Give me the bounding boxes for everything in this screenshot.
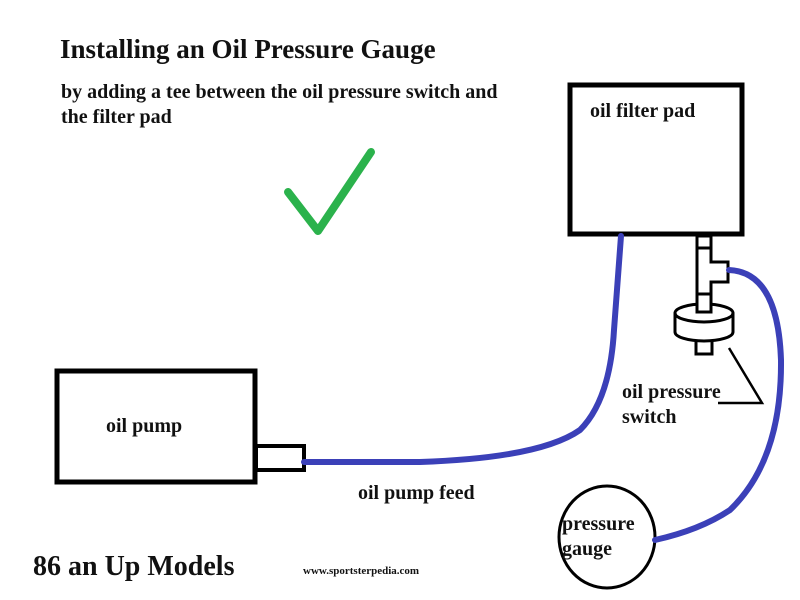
oil-filter-pad-label: oil filter pad [590,100,696,122]
models-caption: 86 an Up Models [33,551,235,582]
tee-fitting [695,234,730,299]
oil-pump-feed-hose [301,233,624,465]
oil-pump-box [54,368,258,485]
gauge-hose [652,267,785,543]
website-credit: www.sportsterpedia.com [303,565,420,577]
oil-pressure-switch [673,292,735,356]
oil-pump-label: oil pump [106,415,183,437]
oil-filter-pad-box [567,82,745,237]
page-title: Installing an Oil Pressure Gauge [60,34,436,64]
switch-leader-line [718,347,765,405]
oil-pump-outlet [254,444,306,472]
check-icon [284,148,375,235]
oil-pressure-switch-label: oil pressure switch [622,381,721,428]
oil-pump-feed-label: oil pump feed [358,482,475,504]
pressure-gauge-label: pressure gauge [562,513,635,560]
page-subtitle: by adding a tee between the oil pressure… [61,81,498,128]
